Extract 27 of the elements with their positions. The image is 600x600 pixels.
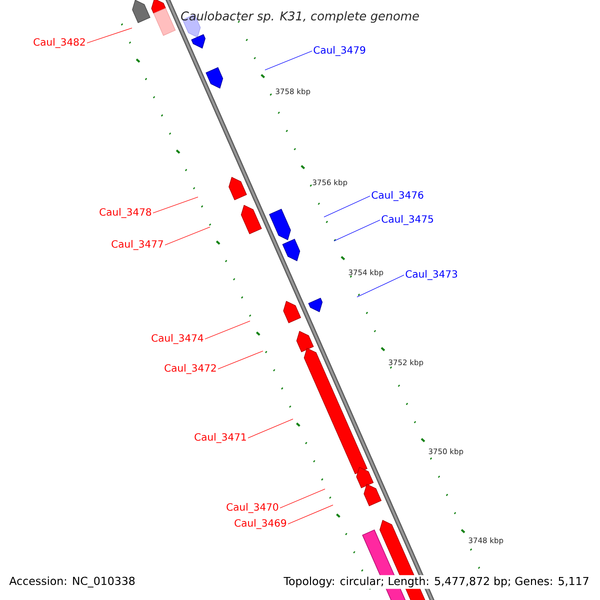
leader-line [204,320,250,340]
gene-label: Caul_3473 [406,270,458,280]
gene-label: Caul_3482 [34,38,85,48]
gene-label: Caul_3474 [152,334,204,344]
leader-line [334,220,380,242]
leader-line [288,504,334,524]
title: Caulobacter sp. K31, complete genome [181,11,419,23]
leader-line [356,274,404,298]
leader-line [280,488,326,508]
leader-line [324,196,370,218]
leader-line [248,418,294,438]
gene-label: Caul_3479 [314,46,366,56]
gene-label: Caul_3470 [226,503,278,513]
gene-label: Caul_3475 [382,215,433,225]
leader-line [164,226,210,246]
genome-info-text: Topology: circular; Length: 5,477,872 bp; Genes: 5,117 [282,575,591,589]
gene-label: Caul_3472 [164,364,216,374]
gene-label: Caul_3478 [100,208,152,218]
gene-label: Caul_3469 [234,519,286,529]
accession-text: Accession: NC_010338 [9,576,135,588]
leader-line [264,50,312,70]
leader-line [86,28,132,44]
leader-line [218,350,264,370]
gene-label: Caul_3477 [112,240,163,250]
gene-label: Caul_3471 [194,433,246,443]
gene-label: Caul_3476 [372,191,424,201]
leader-line [152,196,198,214]
